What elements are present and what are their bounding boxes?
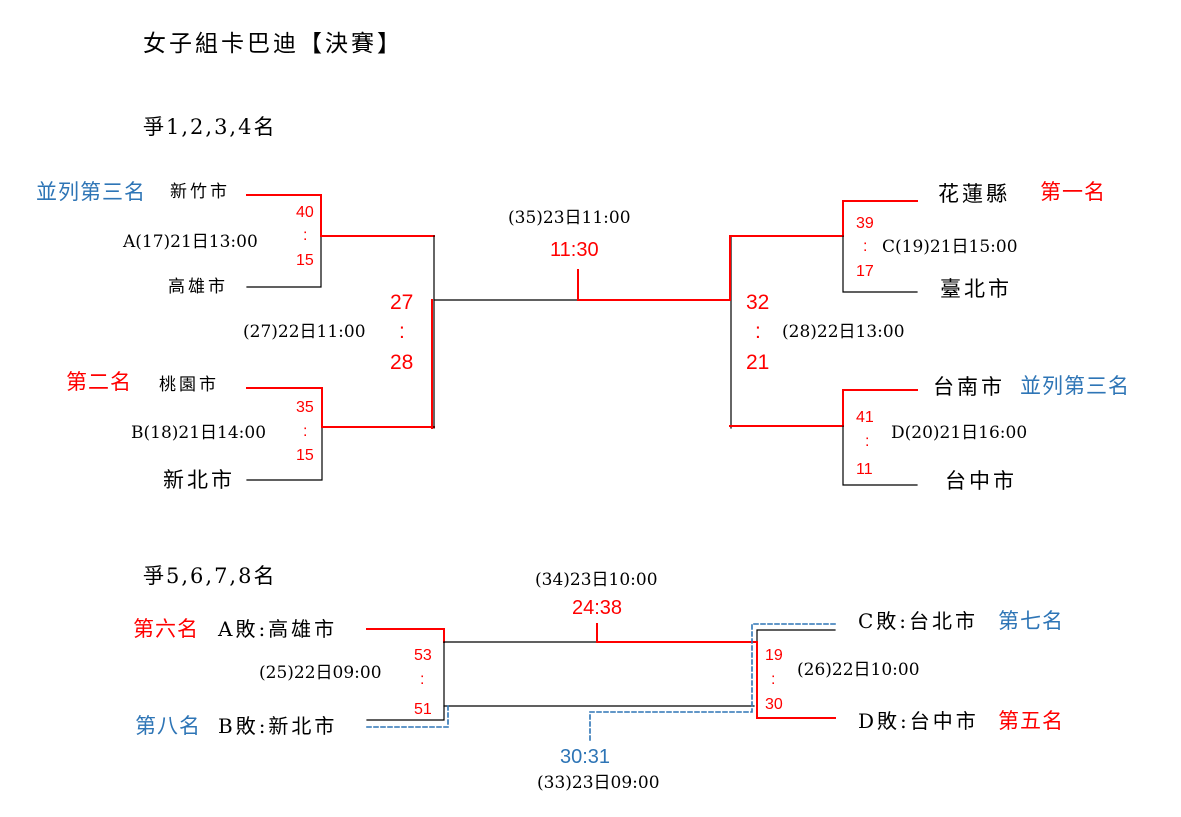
line-match-33-right-dashed <box>589 623 836 741</box>
match-26-bottom-team: D敗:台中市 <box>858 709 979 733</box>
match-a-score-separator: : <box>303 227 308 244</box>
match-b-score-top: 35 <box>296 399 314 416</box>
match-b-score-bottom: 15 <box>296 447 314 464</box>
match-d-top-rank: 並列第三名 <box>1020 375 1130 398</box>
page-title: 女子組卡巴迪【決賽】 <box>143 31 403 57</box>
line-match-26-top <box>756 629 836 643</box>
match-25-schedule: (25)22日09:00 <box>259 663 382 683</box>
match-c-score-top: 39 <box>856 215 874 232</box>
match-c-top-rank: 第一名 <box>1040 181 1106 204</box>
line-match-d-bottom <box>842 425 918 486</box>
match-25-bottom-team: B敗:新北市 <box>218 714 338 738</box>
match-25-score-top: 53 <box>414 647 432 664</box>
match-c-score-bottom: 17 <box>856 263 874 280</box>
match-d-score-bottom: 11 <box>856 461 873 478</box>
match-b-top-team: 桃園市 <box>159 375 219 395</box>
line-match-26-bottom <box>756 641 836 719</box>
match-26-schedule: (26)22日10:00 <box>797 660 920 680</box>
line-match-25-bottom <box>366 641 445 721</box>
match-a-top-rank: 並列第三名 <box>36 181 146 204</box>
line-match-25-top <box>366 628 445 643</box>
line-match-b-bottom <box>246 426 323 481</box>
match-a-top-team: 新竹市 <box>170 182 230 202</box>
match-b-score-separator: : <box>303 423 308 440</box>
match-26-top-team: C敗:台北市 <box>858 609 979 633</box>
match-b-schedule: B(18)21日14:00 <box>131 423 267 443</box>
match-26-bottom-rank: 第五名 <box>998 710 1064 733</box>
match-d-bottom-team: 台中市 <box>945 469 1017 493</box>
semifinal-right-score-separator: : <box>755 320 761 343</box>
line-match-c-top <box>842 200 918 237</box>
match-a-schedule: A(17)21日13:00 <box>123 232 258 252</box>
match-33-schedule: (33)23日09:00 <box>537 773 660 793</box>
match-d-top-team: 台南市 <box>933 375 1005 399</box>
line-match-c-bottom <box>842 235 918 293</box>
match-c-score-separator: : <box>863 238 868 255</box>
semifinal-right-score-bottom: 21 <box>746 351 770 374</box>
match-a-score-bottom: 15 <box>296 252 314 269</box>
match-26-top-rank: 第七名 <box>998 610 1064 633</box>
semifinal-right-schedule: (28)22日13:00 <box>782 322 905 342</box>
line-match-b-top <box>246 387 323 428</box>
match-d-score-separator: : <box>865 433 870 450</box>
match-d-score-top: 41 <box>856 409 874 426</box>
semifinal-left-score-separator: : <box>399 320 405 343</box>
match-c-top-team: 花蓮縣 <box>938 182 1010 206</box>
match-26-score-top: 19 <box>765 647 783 664</box>
final-schedule: (35)23日11:00 <box>508 208 631 228</box>
match-26-score-bottom: 30 <box>765 696 783 713</box>
semifinal-left-schedule: (27)22日11:00 <box>243 322 366 342</box>
match-a-bottom-team: 高雄市 <box>168 277 228 297</box>
match-25-score-separator: : <box>420 671 425 688</box>
match-25-bottom-rank: 第八名 <box>135 715 201 738</box>
match-a-score-top: 40 <box>296 204 314 221</box>
match-33-score: 30:31 <box>560 746 611 768</box>
match-c-schedule: C(19)21日15:00 <box>882 237 1018 257</box>
semifinal-right-score-top: 32 <box>746 291 770 314</box>
section-heading-places-5-8: 爭5,6,7,8名 <box>143 564 277 588</box>
match-25-score-bottom: 51 <box>414 701 432 718</box>
semifinal-left-score-top: 27 <box>390 291 414 314</box>
match-25-top-rank: 第六名 <box>133 618 199 641</box>
line-match-a-top <box>246 194 322 237</box>
match-26-score-separator: : <box>771 671 776 688</box>
match-25-top-team: A敗:高雄市 <box>218 617 338 641</box>
match-34-score: 24:38 <box>572 597 623 619</box>
final-score: 11:30 <box>550 239 599 261</box>
section-heading-places-1-4: 爭1,2,3,4名 <box>143 115 277 139</box>
semifinal-left-score-bottom: 28 <box>390 351 414 374</box>
match-b-top-rank: 第二名 <box>66 371 132 394</box>
match-c-bottom-team: 臺北市 <box>940 277 1012 301</box>
line-match-d-top <box>842 389 918 427</box>
line-match-a-bottom <box>246 235 322 288</box>
line-match-33-left-dashed <box>366 705 449 728</box>
match-b-bottom-team: 新北市 <box>163 468 235 492</box>
match-d-schedule: D(20)21日16:00 <box>891 423 1028 443</box>
match-34-schedule: (34)23日10:00 <box>535 570 658 590</box>
